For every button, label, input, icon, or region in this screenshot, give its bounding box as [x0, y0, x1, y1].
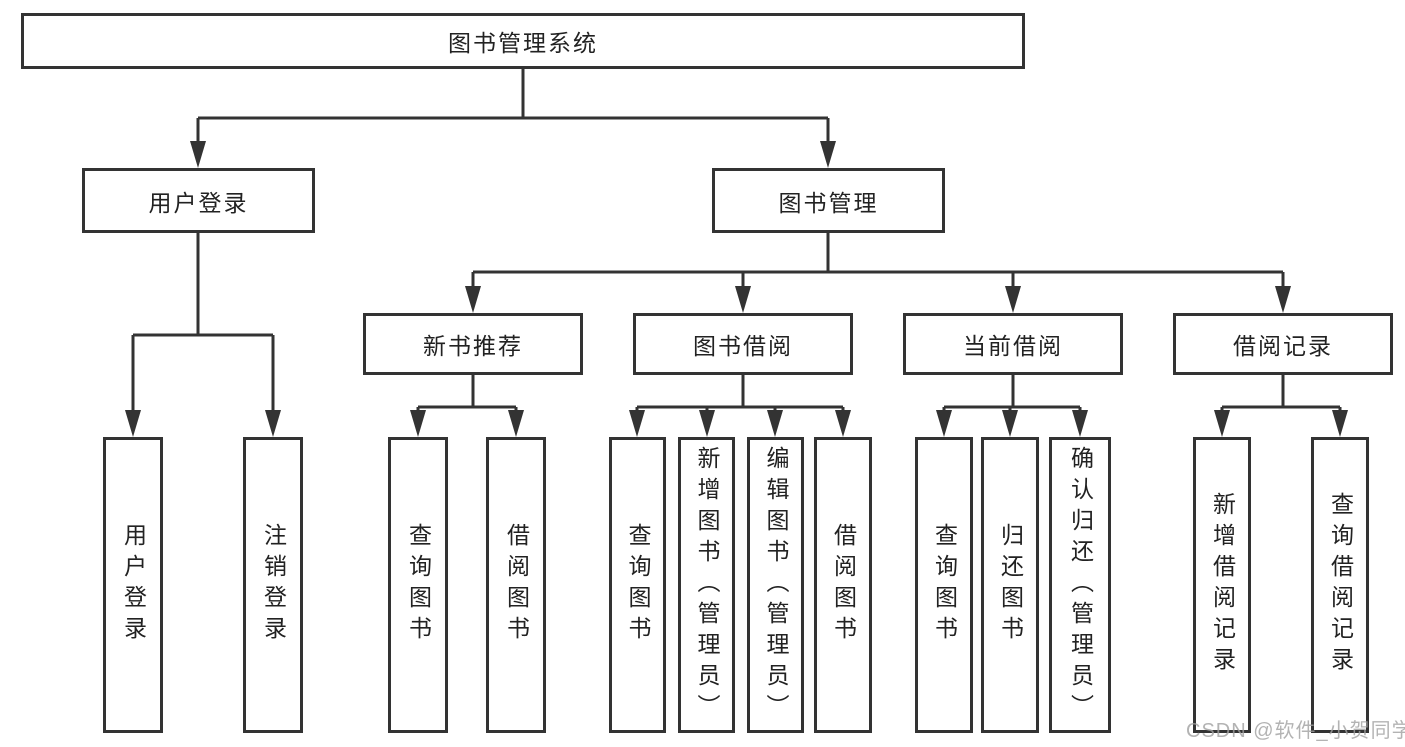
- leaf-edit-books-admin-label: 编辑图书（管理员）: [763, 445, 789, 725]
- leaf-add-borrow-record-label: 新增借阅记录: [1209, 492, 1236, 678]
- leaf-edit-books-admin: 编辑图书（管理员）: [747, 437, 804, 733]
- leaf-borrow-books-borrowing: 借阅图书: [814, 437, 872, 733]
- node-root: 图书管理系统: [21, 13, 1025, 69]
- leaf-query-books-current: 查询图书: [915, 437, 973, 733]
- leaf-logout-login: 注销登录: [243, 437, 303, 733]
- leaf-borrow-books-recommend: 借阅图书: [486, 437, 546, 733]
- node-borrowing-records: 借阅记录: [1173, 313, 1393, 375]
- node-book-management-label: 图书管理: [778, 189, 879, 216]
- csdn-watermark: CSDN @软件_小贺同学: [1186, 720, 1405, 742]
- node-borrowing-records-label: 借阅记录: [1233, 333, 1333, 359]
- node-user-login-label: 用户登录: [148, 189, 249, 216]
- node-book-management: 图书管理: [712, 168, 945, 233]
- leaf-add-borrow-record: 新增借阅记录: [1193, 437, 1251, 733]
- node-new-book-recommend: 新书推荐: [363, 313, 583, 375]
- leaf-confirm-return-admin-label: 确认归还（管理员）: [1067, 445, 1094, 725]
- leaf-logout-login-label: 注销登录: [260, 523, 287, 647]
- node-book-borrowing: 图书借阅: [633, 313, 853, 375]
- leaf-query-books-borrowing: 查询图书: [609, 437, 666, 733]
- leaf-query-borrow-record-label: 查询借阅记录: [1327, 492, 1354, 678]
- node-new-book-recommend-label: 新书推荐: [423, 333, 523, 359]
- leaf-query-books-current-label: 查询图书: [931, 523, 958, 647]
- leaf-borrow-books-recommend-label: 借阅图书: [503, 523, 530, 647]
- leaf-query-books-recommend: 查询图书: [388, 437, 448, 733]
- leaf-query-borrow-record: 查询借阅记录: [1311, 437, 1369, 733]
- leaf-query-books-recommend-label: 查询图书: [405, 523, 432, 647]
- leaf-add-books-admin-label: 新增图书（管理员）: [694, 445, 720, 725]
- leaf-borrow-books-borrowing-label: 借阅图书: [830, 523, 857, 647]
- node-current-borrowing: 当前借阅: [903, 313, 1123, 375]
- node-book-borrowing-label: 图书借阅: [693, 333, 793, 359]
- node-user-login: 用户登录: [82, 168, 315, 233]
- leaf-user-login: 用户登录: [103, 437, 163, 733]
- leaf-user-login-label: 用户登录: [120, 523, 147, 647]
- arrowheads: [125, 141, 1348, 437]
- leaf-add-books-admin: 新增图书（管理员）: [678, 437, 735, 733]
- leaf-confirm-return-admin: 确认归还（管理员）: [1049, 437, 1111, 733]
- leaf-return-books: 归还图书: [981, 437, 1039, 733]
- node-current-borrowing-label: 当前借阅: [963, 333, 1063, 359]
- leaf-query-books-borrowing-label: 查询图书: [625, 523, 651, 647]
- node-root-label: 图书管理系统: [448, 30, 598, 56]
- leaf-return-books-label: 归还图书: [997, 523, 1024, 647]
